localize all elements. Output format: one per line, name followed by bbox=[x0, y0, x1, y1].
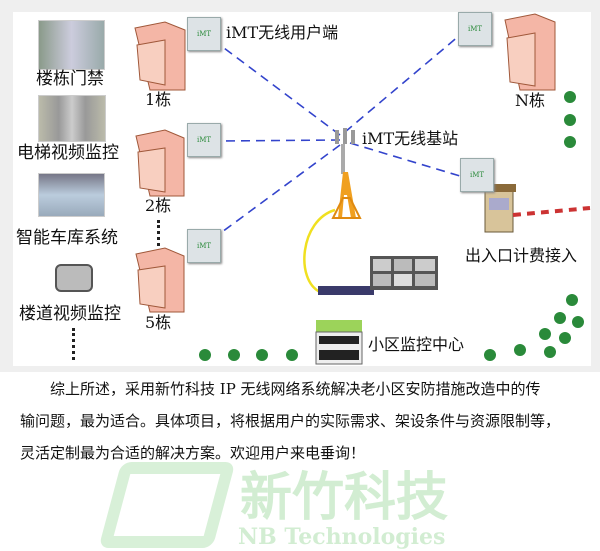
link-2 bbox=[219, 139, 341, 142]
imt-terminal-2: iMT bbox=[187, 123, 221, 157]
base-station-label: iMT无线基站 bbox=[362, 129, 459, 148]
label-door-access: 楼栋门禁 bbox=[36, 69, 104, 89]
link-5 bbox=[221, 144, 341, 233]
elevator-photo bbox=[38, 95, 106, 142]
monitor-wall-icon bbox=[370, 256, 438, 290]
imt-terminal-gate: iMT bbox=[460, 158, 494, 192]
label-smart-garage: 智能车库系统 bbox=[16, 228, 118, 248]
label-elevator-monitoring: 电梯视频监控 bbox=[17, 143, 119, 163]
link-1 bbox=[219, 44, 341, 136]
watermark-english: NB Technologies bbox=[238, 524, 446, 550]
building-n-label: N栋 bbox=[515, 91, 546, 110]
door-access-photo bbox=[38, 20, 105, 70]
garage-photo bbox=[38, 173, 105, 217]
imt-terminal-1: iMT bbox=[187, 17, 221, 51]
more-dots bbox=[72, 328, 75, 360]
network-links bbox=[134, 13, 591, 365]
building-icons bbox=[134, 13, 556, 313]
building-dots bbox=[157, 220, 160, 246]
toll-gate-icon bbox=[482, 184, 591, 233]
link-gate bbox=[349, 142, 461, 177]
camera-icon bbox=[55, 264, 93, 292]
label-corridor-monitoring: 楼道视频监控 bbox=[19, 304, 121, 324]
building-2-label: 2栋 bbox=[145, 196, 172, 215]
link-n bbox=[344, 34, 461, 133]
cable bbox=[303, 208, 336, 294]
base-station-tower-icon bbox=[331, 128, 362, 219]
switch-icon bbox=[318, 286, 374, 295]
user-terminal-label: iMT无线用户端 bbox=[226, 23, 339, 42]
imt-terminal-n: iMT bbox=[458, 12, 492, 46]
watermark-logo-icon bbox=[98, 462, 236, 548]
imt-terminal-5: iMT bbox=[187, 229, 221, 263]
control-center-building-icon bbox=[315, 320, 363, 365]
paragraph-line-1: 综上所述，采用新竹科技 IP 无线网络系统解决老小区安防措施改造中的传 bbox=[50, 380, 541, 398]
control-center-label: 小区监控中心 bbox=[368, 335, 465, 354]
paragraph-line-2: 输问题，最为适合。具体项目，将根据用户的实际需求、架设条件与资源限制等， bbox=[20, 412, 561, 430]
watermark-brand: 新竹科技 bbox=[240, 468, 449, 528]
trees bbox=[199, 91, 584, 361]
paragraph-line-3: 灵活定制最为合适的解决方案。欢迎用户来电垂询！ bbox=[20, 444, 366, 462]
building-5-label: 5栋 bbox=[145, 313, 172, 332]
building-1-label: 1栋 bbox=[145, 90, 172, 109]
gate-label: 出入口计费接入 bbox=[465, 246, 578, 265]
